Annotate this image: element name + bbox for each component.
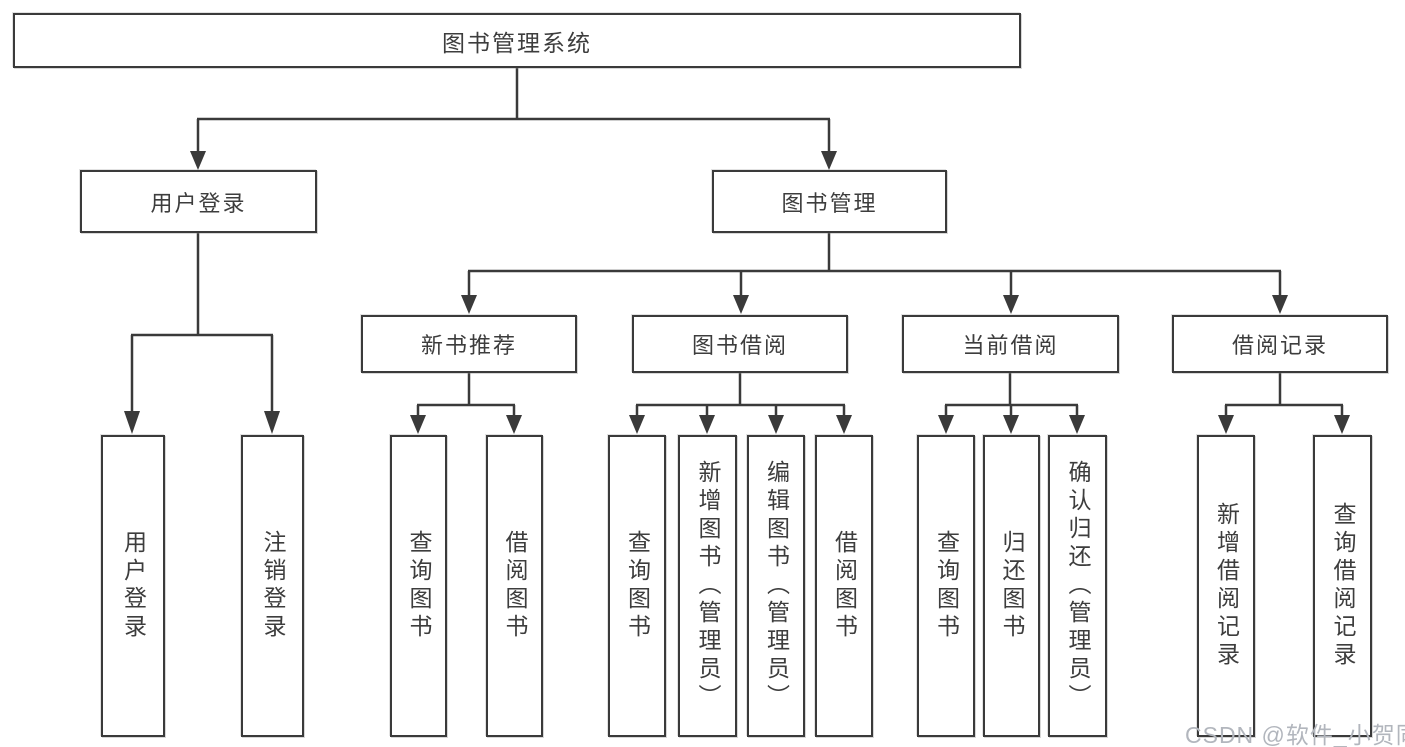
node-label: 查询图书 — [933, 530, 960, 642]
node-label: 借阅图书 — [502, 530, 528, 642]
node-edit-book-admin: 编辑图书（管理员） — [747, 435, 805, 737]
node-query-books-current: 查询图书 — [917, 435, 975, 737]
node-label: 图书借阅 — [691, 333, 788, 358]
node-label: 当前借阅 — [962, 333, 1059, 358]
node-book-borrowing: 图书借阅 — [632, 315, 848, 373]
node-label: 新增借阅记录 — [1213, 502, 1240, 670]
node-query-books-borrow: 查询图书 — [608, 435, 666, 737]
node-query-borrow-record: 查询借阅记录 — [1313, 435, 1372, 737]
node-label: 新书推荐 — [420, 333, 517, 358]
node-label: 归还图书 — [999, 530, 1025, 642]
node-user-login: 用户登录 — [101, 435, 165, 737]
node-label: 图书管理系统 — [442, 29, 592, 56]
node-label: 注销登录 — [260, 530, 286, 642]
node-label: 用户登录 — [150, 190, 247, 216]
node-label: 新增图书（管理员） — [695, 460, 721, 712]
arrowheads — [124, 151, 1350, 434]
node-label: 用户登录 — [120, 530, 147, 642]
node-label: 借阅记录 — [1231, 333, 1328, 358]
node-add-book-admin: 新增图书（管理员） — [678, 435, 737, 737]
node-label: 查询借阅记录 — [1330, 502, 1356, 670]
node-user-login-module: 用户登录 — [80, 170, 317, 233]
node-book-management-module: 图书管理 — [712, 170, 947, 233]
node-borrow-books-recommend: 借阅图书 — [486, 435, 543, 737]
node-label: 确认归还（管理员） — [1065, 460, 1091, 712]
node-confirm-return-admin: 确认归还（管理员） — [1048, 435, 1107, 737]
node-return-books: 归还图书 — [983, 435, 1040, 737]
node-label: 图书管理 — [781, 190, 878, 216]
node-borrowing-records: 借阅记录 — [1172, 315, 1388, 373]
node-current-borrowing: 当前借阅 — [902, 315, 1119, 373]
node-label: 查询图书 — [406, 530, 432, 642]
node-new-book-recommendation: 新书推荐 — [361, 315, 577, 373]
node-label: 借阅图书 — [831, 530, 858, 642]
node-query-books-recommend: 查询图书 — [390, 435, 447, 737]
node-add-borrow-record: 新增借阅记录 — [1197, 435, 1255, 737]
node-borrow-books: 借阅图书 — [815, 435, 873, 737]
node-label: 编辑图书（管理员） — [763, 460, 790, 712]
node-logout: 注销登录 — [241, 435, 304, 737]
node-library-management-system: 图书管理系统 — [13, 13, 1021, 68]
node-label: 查询图书 — [624, 530, 651, 642]
csdn-watermark: CSDN @软件_小贺同学 — [1185, 722, 1405, 747]
